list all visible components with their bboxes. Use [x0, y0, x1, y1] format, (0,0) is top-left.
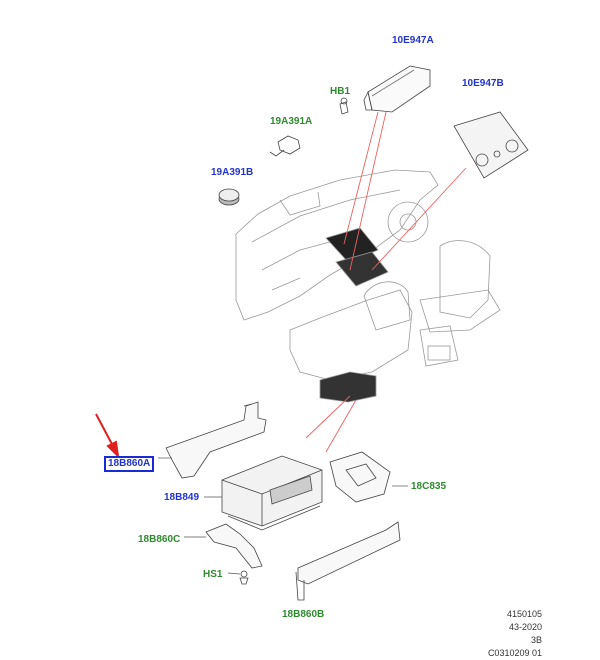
part-18C835-bracket — [329, 451, 391, 503]
part-HS1-screw — [239, 570, 249, 585]
part-18B860B-rail — [295, 521, 401, 601]
label-18C835[interactable]: 18C835 — [411, 481, 447, 492]
ref-line-4: C0310209 01 — [487, 648, 542, 658]
ref-line-2: 43-2020 — [508, 622, 542, 632]
label-18B849[interactable]: 18B849 — [164, 492, 200, 503]
leader-lines — [305, 111, 467, 453]
part-10E947A-screen — [363, 65, 431, 113]
label-18B860B[interactable]: 18B860B — [282, 609, 325, 620]
part-19A391A-clip — [269, 135, 301, 157]
part-18B849-module — [221, 455, 323, 531]
part-18B860C-bracket — [205, 523, 263, 569]
part-18B860A-bracket — [165, 401, 267, 479]
pointer-arrow — [95, 413, 120, 459]
label-18B860C[interactable]: 18B860C — [138, 534, 181, 545]
dashboard-illustration — [235, 169, 501, 403]
label-HB1[interactable]: HB1 — [330, 86, 351, 97]
diagram-reference-block: 4150105 43-2020 3B C0310209 01 — [488, 608, 542, 660]
label-10E947A[interactable]: 10E947A — [392, 35, 434, 46]
part-HB1-bolt — [339, 97, 349, 115]
ref-line-3: 3B — [530, 635, 542, 645]
label-18B860A-highlighted[interactable]: 18B860A — [104, 456, 155, 472]
label-19A391A[interactable]: 19A391A — [270, 116, 313, 127]
label-10E947B[interactable]: 10E947B — [462, 78, 504, 89]
part-19A391B-knob — [218, 188, 240, 206]
label-HS1[interactable]: HS1 — [203, 569, 223, 580]
label-19A391B[interactable]: 19A391B — [211, 167, 254, 178]
part-10E947B-panel — [453, 111, 529, 179]
ref-line-1: 4150105 — [506, 609, 542, 619]
